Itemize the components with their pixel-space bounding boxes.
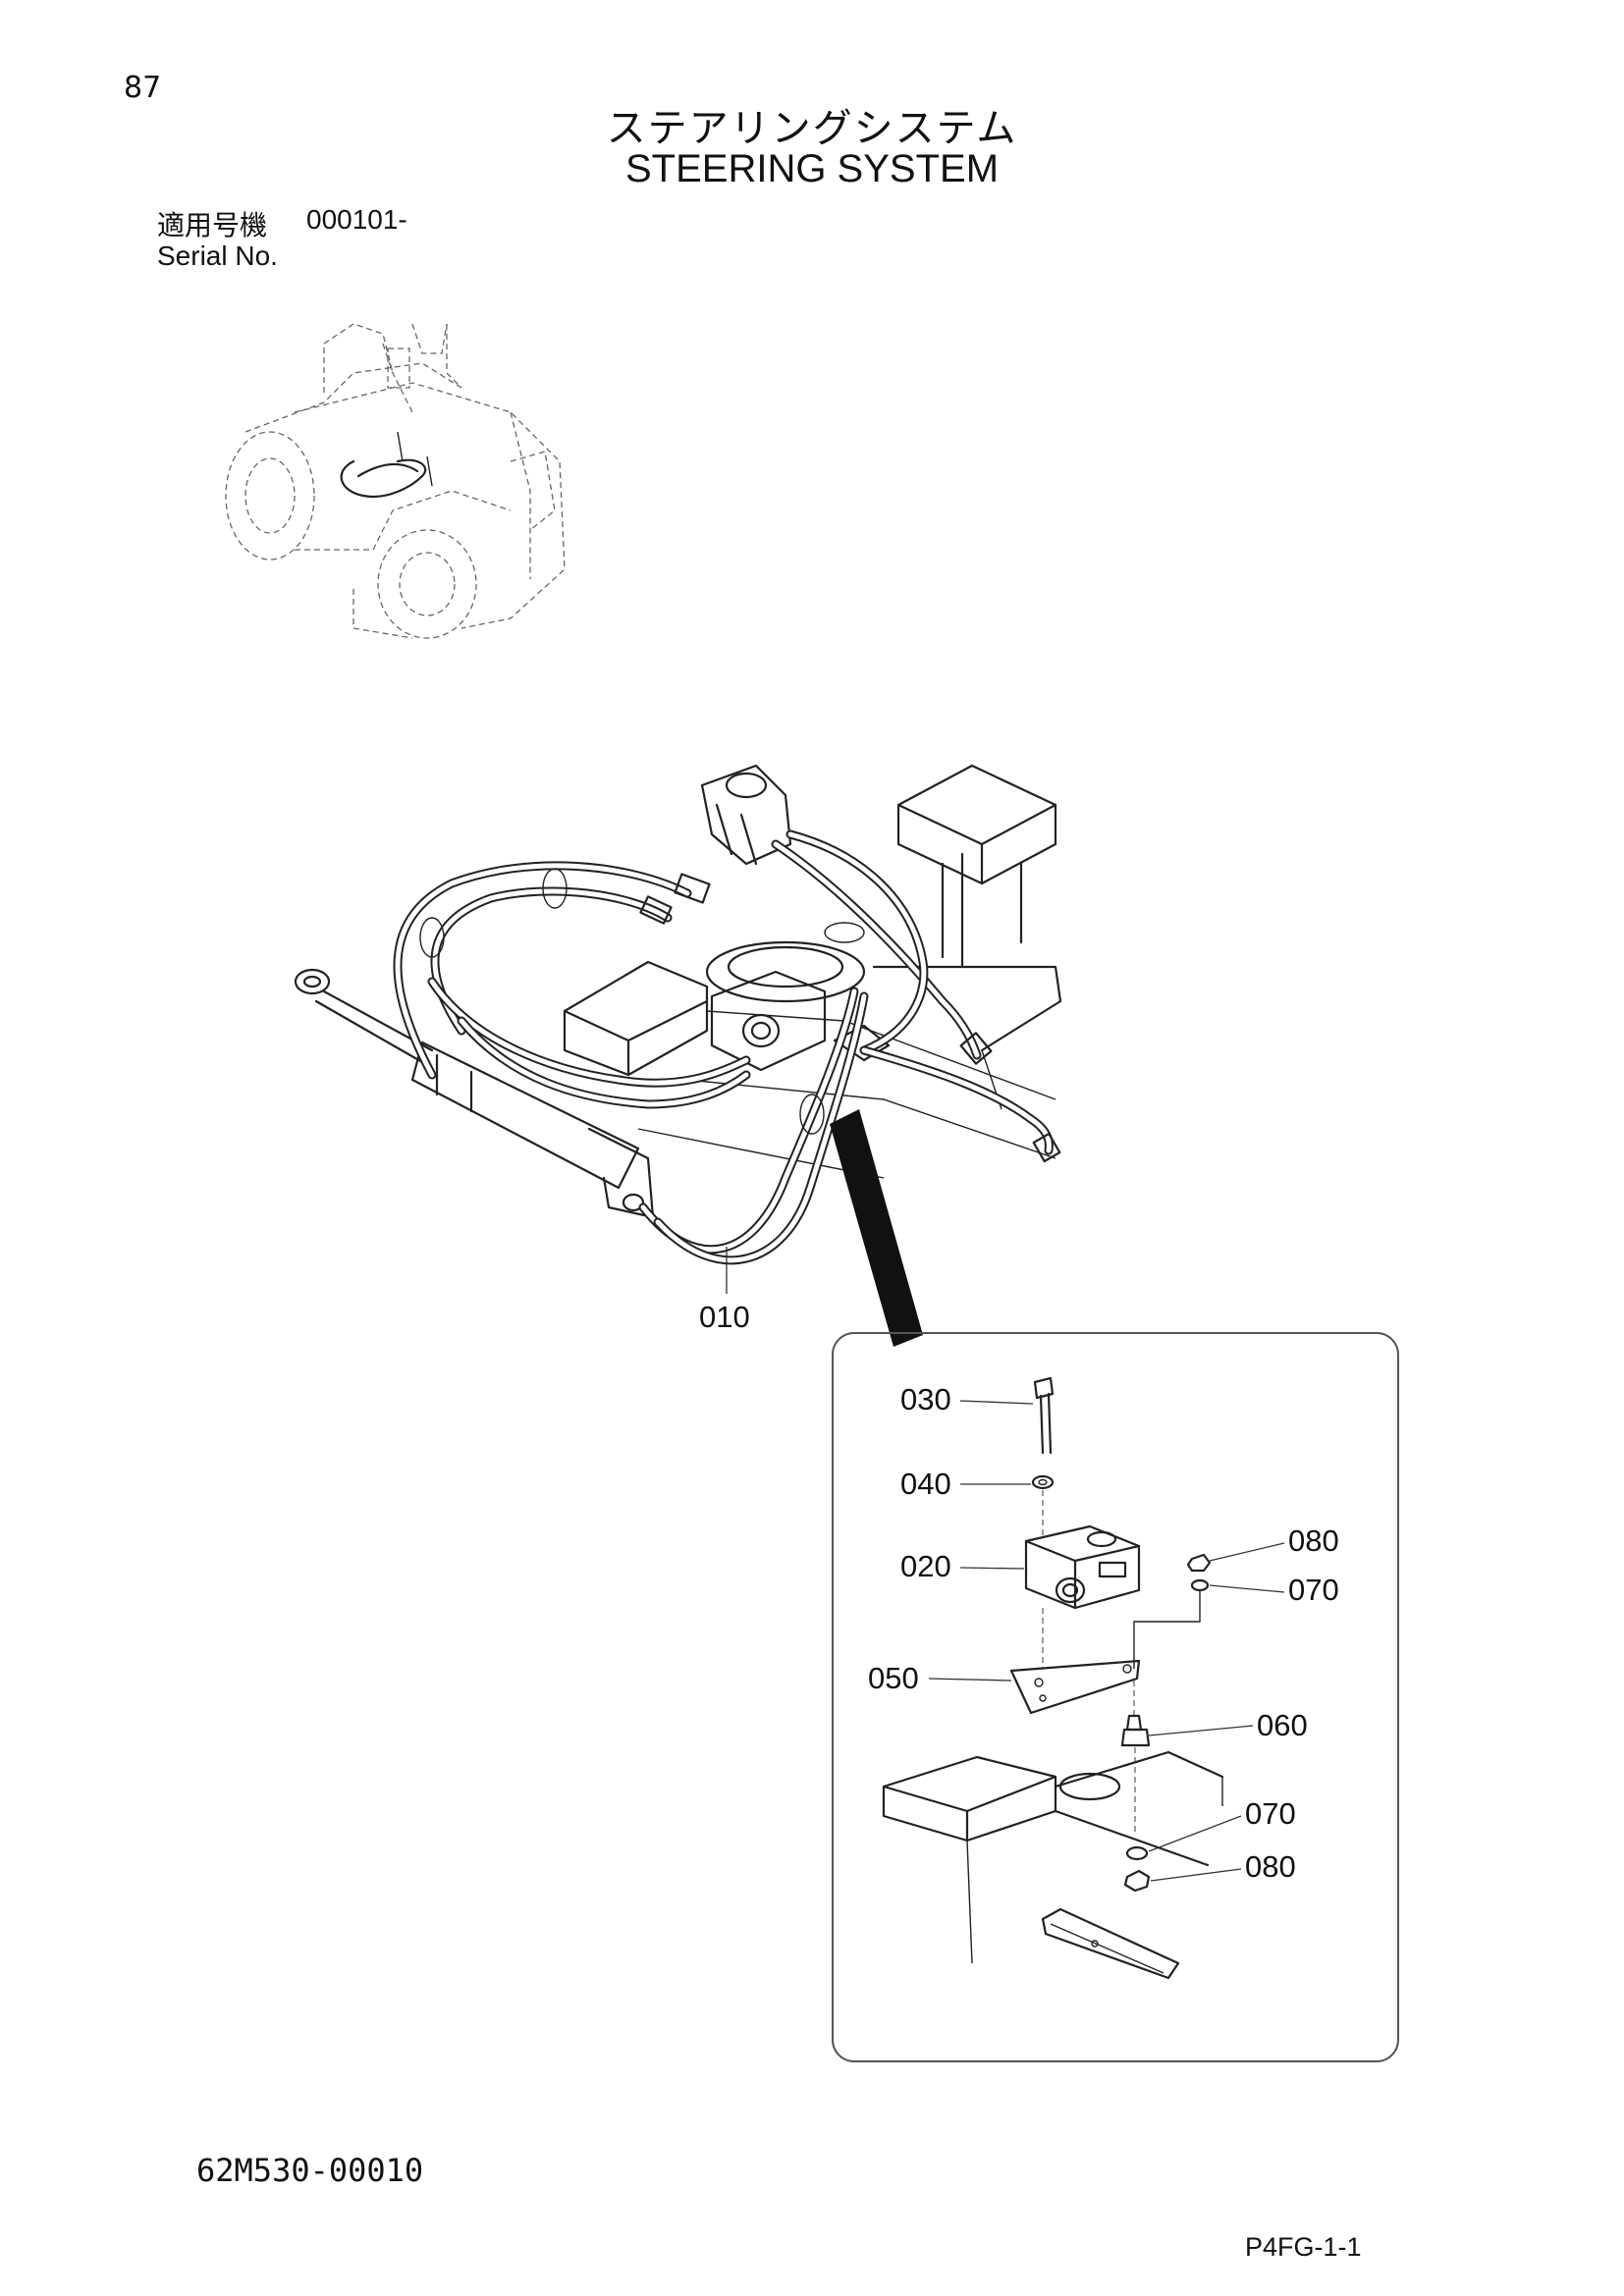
part-label-030: 030 bbox=[900, 1382, 951, 1416]
part-callouts: 010 030 040 020 080 070 050 060 070 080 bbox=[699, 1300, 1339, 1884]
serial-label-japanese: 適用号機 bbox=[157, 209, 268, 241]
part-label-070-lower: 070 bbox=[1245, 1796, 1296, 1831]
part-label-050: 050 bbox=[868, 1661, 919, 1695]
part-label-010: 010 bbox=[699, 1300, 750, 1334]
detail-callout-pointer bbox=[830, 1109, 923, 1347]
machine-overview-illustration bbox=[225, 323, 566, 639]
drawing-number: 62M530-00010 bbox=[196, 2152, 424, 2189]
part-label-080-lower: 080 bbox=[1245, 1849, 1296, 1884]
part-label-060: 060 bbox=[1257, 1708, 1308, 1742]
steering-assembly-illustration bbox=[294, 764, 1062, 1294]
page-title-english: STEERING SYSTEM bbox=[624, 147, 1000, 190]
serial-number-value: 000101- bbox=[306, 204, 407, 235]
part-label-080-upper: 080 bbox=[1288, 1523, 1339, 1558]
page-title-japanese: ステアリングシステム bbox=[606, 106, 1018, 151]
detail-view-frame bbox=[832, 1332, 1399, 2062]
part-label-040: 040 bbox=[900, 1467, 951, 1501]
page-code: P4FG-1-1 bbox=[1245, 2232, 1362, 2262]
serial-label-english: Serial No. bbox=[157, 240, 278, 271]
page-number: 87 bbox=[124, 71, 162, 105]
part-label-070-upper: 070 bbox=[1288, 1573, 1339, 1607]
valve-mounting-detail-illustration bbox=[882, 1376, 1224, 1980]
part-label-020: 020 bbox=[900, 1549, 951, 1583]
